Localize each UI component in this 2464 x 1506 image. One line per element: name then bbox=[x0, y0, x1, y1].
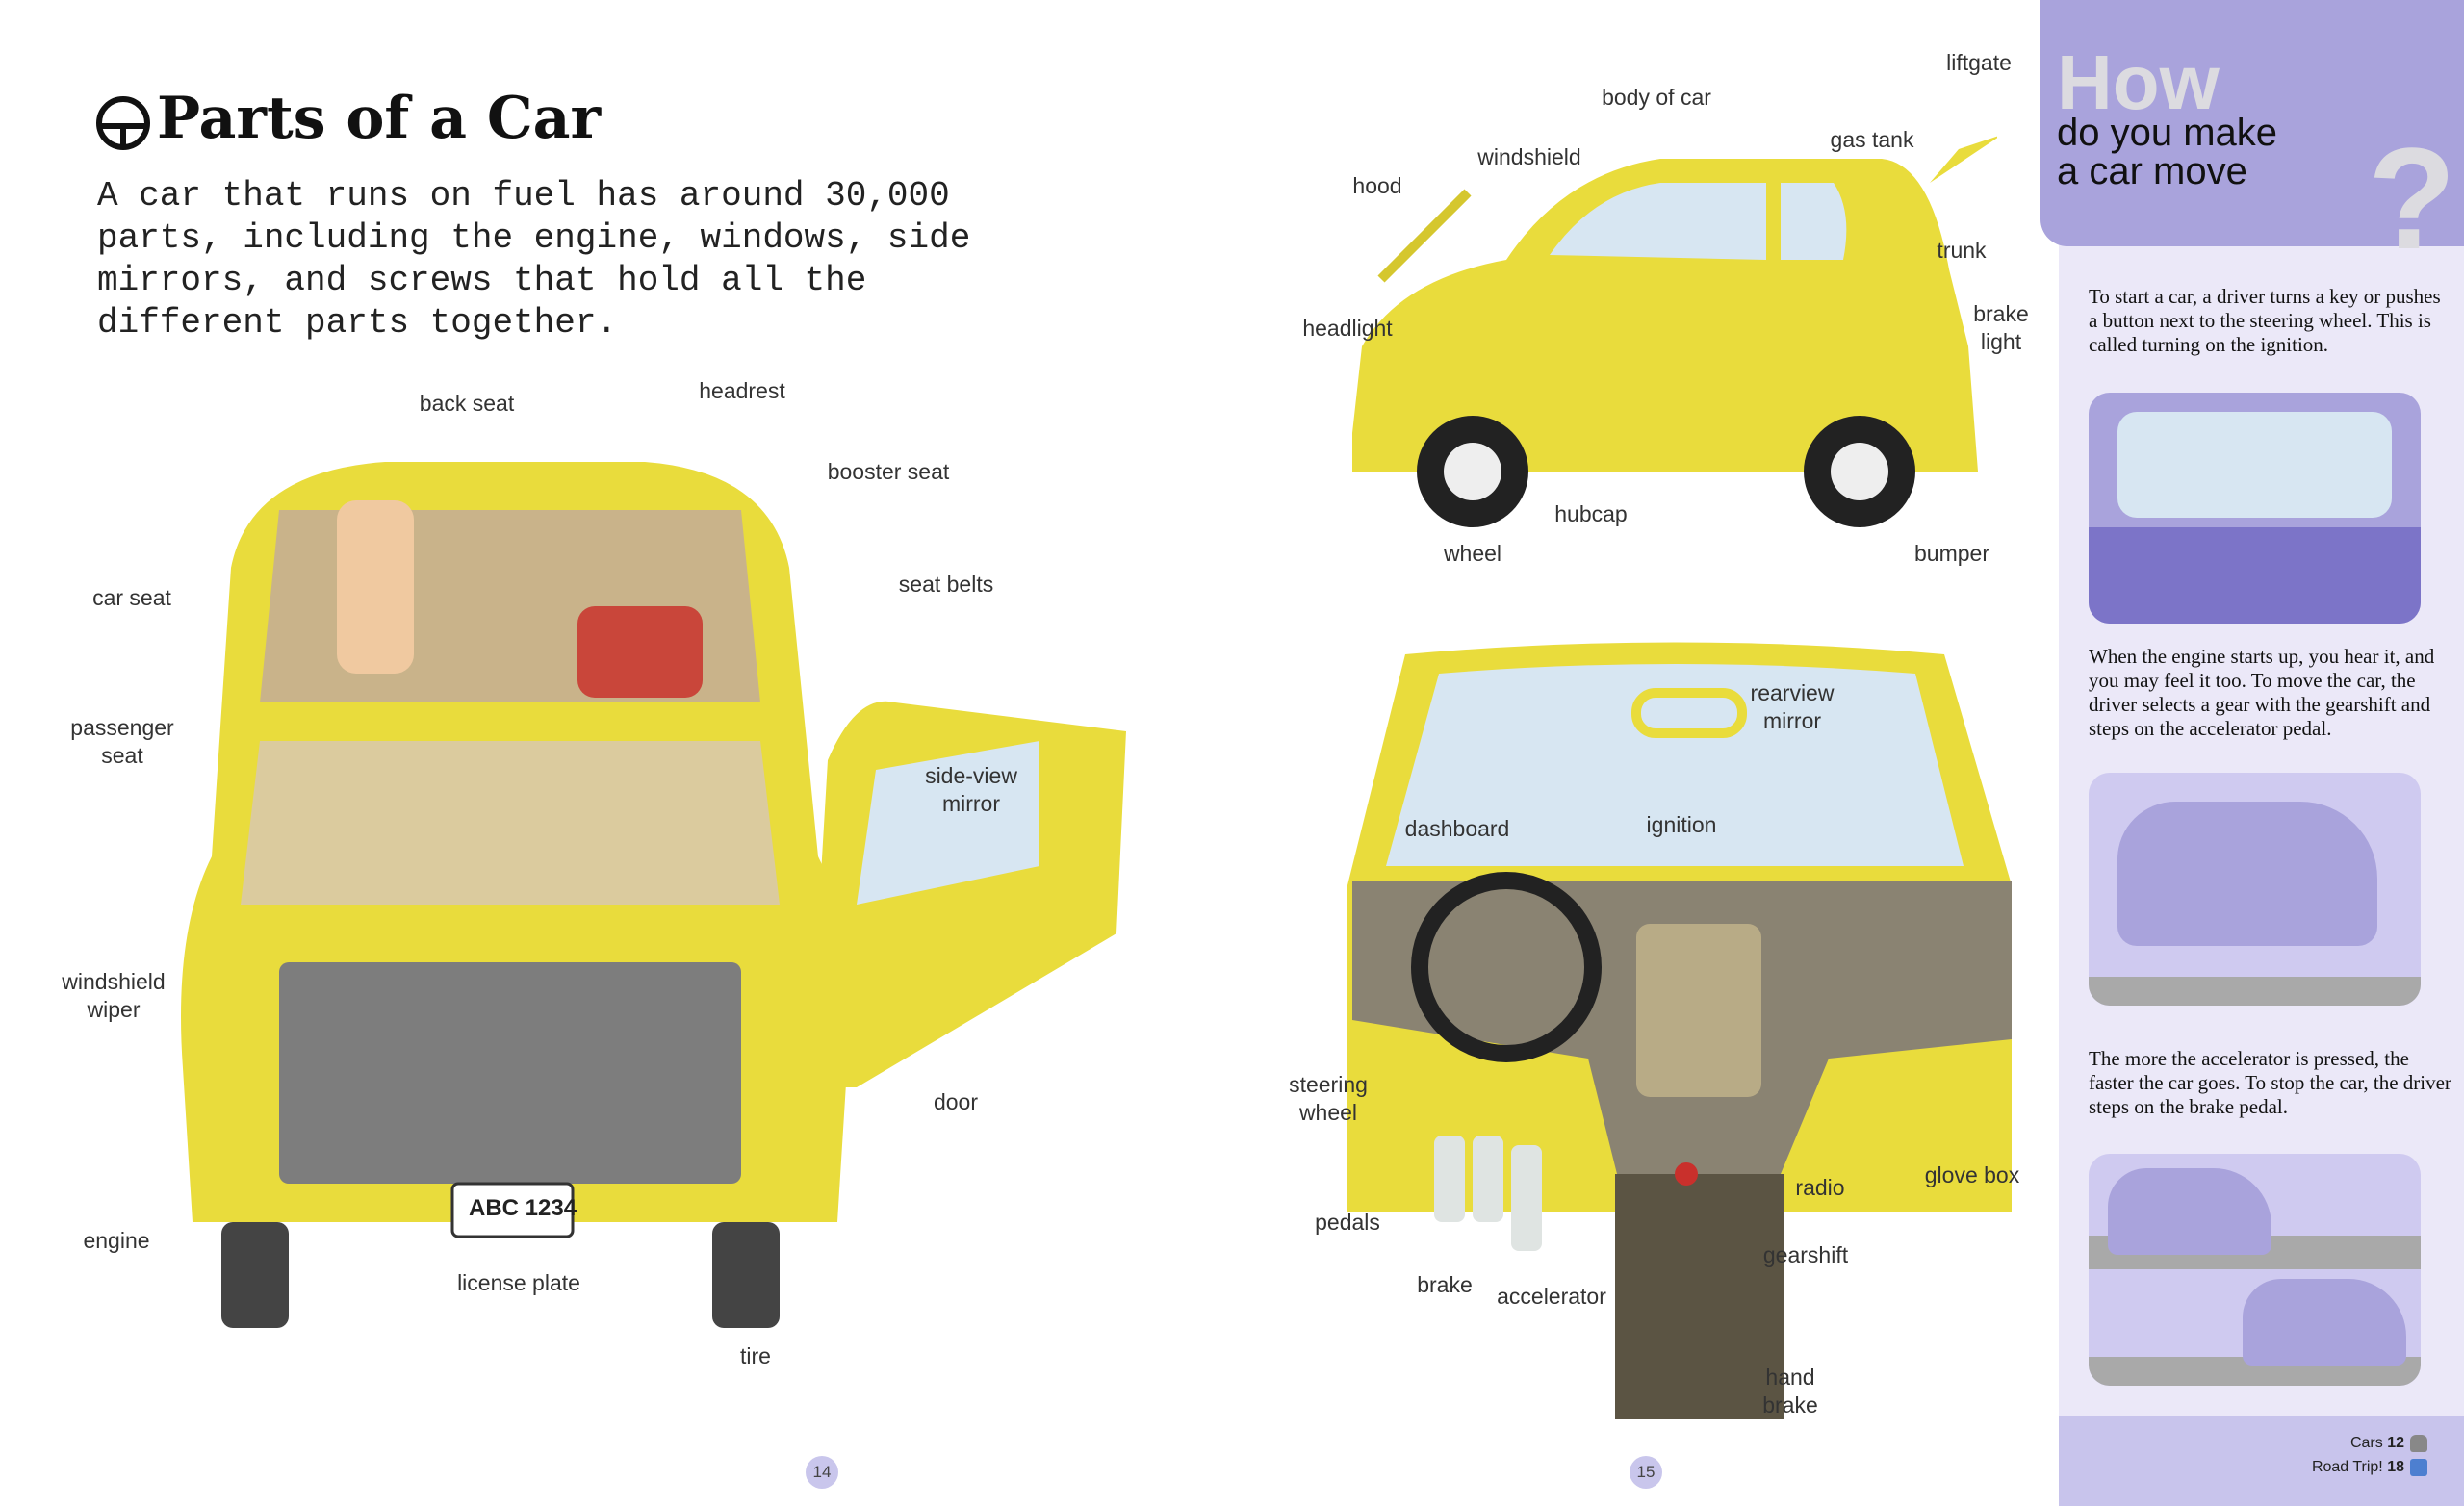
label-hood: hood bbox=[1352, 173, 1402, 198]
label-line: light bbox=[1980, 329, 2022, 354]
sidebar-heading-big: How bbox=[2057, 39, 2220, 125]
cross-ref-page: 12 bbox=[2387, 1435, 2404, 1452]
label-ignition: ignition bbox=[1646, 812, 1717, 837]
label-liftgate: liftgate bbox=[1946, 50, 2012, 75]
car-front-illustration bbox=[181, 462, 1126, 1328]
label-booster-seat: booster seat bbox=[827, 459, 950, 484]
label-headlight: headlight bbox=[1302, 316, 1393, 341]
label-seat-belts: seat belts bbox=[898, 572, 994, 597]
heading-line: do you make bbox=[2057, 112, 2278, 154]
label-line: wheel bbox=[1298, 1100, 1358, 1125]
label-bumper: bumper bbox=[1914, 541, 1989, 566]
label-rearview-mirror: rearview mirror bbox=[1751, 679, 1835, 735]
label-brake-light: brake light bbox=[1973, 300, 2029, 356]
page-number: 14 bbox=[806, 1456, 838, 1489]
road-sign-icon bbox=[2410, 1459, 2427, 1476]
label-accelerator: accelerator bbox=[1497, 1284, 1606, 1309]
page-number: 15 bbox=[1630, 1456, 1662, 1489]
label-steering-wheel: steering wheel bbox=[1289, 1071, 1368, 1127]
gearshift-illustration bbox=[2089, 773, 2421, 1006]
label-brake: brake bbox=[1417, 1272, 1473, 1297]
label-passenger-seat: passenger seat bbox=[70, 714, 173, 770]
sidebar-paragraph: To start a car, a driver turns a key or … bbox=[2089, 285, 2441, 356]
label-tire: tire bbox=[740, 1343, 771, 1368]
label-line: rearview bbox=[1750, 680, 1835, 705]
cross-ref-label: Cars bbox=[2349, 1435, 2383, 1452]
cross-ref-page: 18 bbox=[2387, 1459, 2404, 1476]
label-line: steering bbox=[1289, 1072, 1368, 1097]
accelerate-brake-illustration bbox=[2089, 1154, 2421, 1386]
sidebar-paragraph: When the engine starts up, you hear it, … bbox=[2089, 645, 2435, 740]
label-glove-box: glove box bbox=[1924, 1162, 2020, 1187]
dashboard-illustration bbox=[1348, 642, 2012, 1419]
car-side-illustration bbox=[1352, 136, 1997, 527]
sidebar-paragraph: The more the accelerator is pressed, the… bbox=[2089, 1047, 2451, 1118]
label-line: brake bbox=[1973, 301, 2029, 326]
label-line: seat bbox=[101, 743, 143, 768]
label-side-view-mirror: side-view mirror bbox=[925, 762, 1017, 818]
label-line: mirror bbox=[1762, 708, 1822, 733]
cross-ref-cars[interactable]: Cars 12 bbox=[2350, 1435, 2427, 1452]
label-car-seat: car seat bbox=[92, 585, 171, 610]
label-gearshift: gearshift bbox=[1762, 1242, 1849, 1267]
label-wheel: wheel bbox=[1443, 541, 1502, 566]
label-dashboard: dashboard bbox=[1404, 816, 1510, 841]
label-radio: radio bbox=[1795, 1175, 1845, 1200]
question-mark: ? bbox=[2368, 117, 2456, 279]
page-title: Parts of a Car bbox=[157, 85, 602, 152]
label-trunk: trunk bbox=[1937, 238, 1987, 263]
label-license-plate: license plate bbox=[457, 1270, 580, 1295]
label-windshield: windshield bbox=[1477, 144, 1581, 169]
license-plate-text: ABC 1234 bbox=[469, 1195, 578, 1221]
label-pedals: pedals bbox=[1315, 1210, 1380, 1235]
label-body-of-car: body of car bbox=[1602, 85, 1711, 110]
steering-wheel-icon bbox=[96, 96, 150, 150]
label-line: brake bbox=[1762, 1392, 1818, 1417]
heading-line: a car move bbox=[2057, 150, 2247, 192]
label-line: mirror bbox=[941, 791, 1001, 816]
sidebar-footer: Cars 12 Road Trip! 18 bbox=[2059, 1416, 2464, 1506]
cross-ref-road-trip[interactable]: Road Trip! 18 bbox=[2312, 1459, 2427, 1476]
label-gas-tank: gas tank bbox=[1830, 127, 1914, 152]
label-line: passenger bbox=[70, 715, 174, 740]
label-line: wiper bbox=[87, 997, 141, 1022]
cross-ref-label: Road Trip! bbox=[2311, 1459, 2383, 1476]
label-hubcap: hubcap bbox=[1554, 501, 1628, 526]
label-headrest: headrest bbox=[699, 378, 785, 403]
label-line: windshield bbox=[62, 969, 166, 994]
ignition-illustration bbox=[2089, 393, 2421, 624]
label-back-seat: back seat bbox=[419, 391, 515, 416]
label-line: side-view bbox=[925, 763, 1017, 788]
label-line: hand bbox=[1765, 1365, 1815, 1390]
car-icon bbox=[2410, 1435, 2427, 1452]
sidebar-header bbox=[2040, 0, 2464, 246]
intro-text: A car that runs on fuel has around 30,00… bbox=[97, 176, 971, 343]
label-windshield-wiper: windshield wiper bbox=[62, 968, 165, 1024]
label-engine: engine bbox=[83, 1228, 150, 1253]
label-door: door bbox=[933, 1089, 979, 1114]
